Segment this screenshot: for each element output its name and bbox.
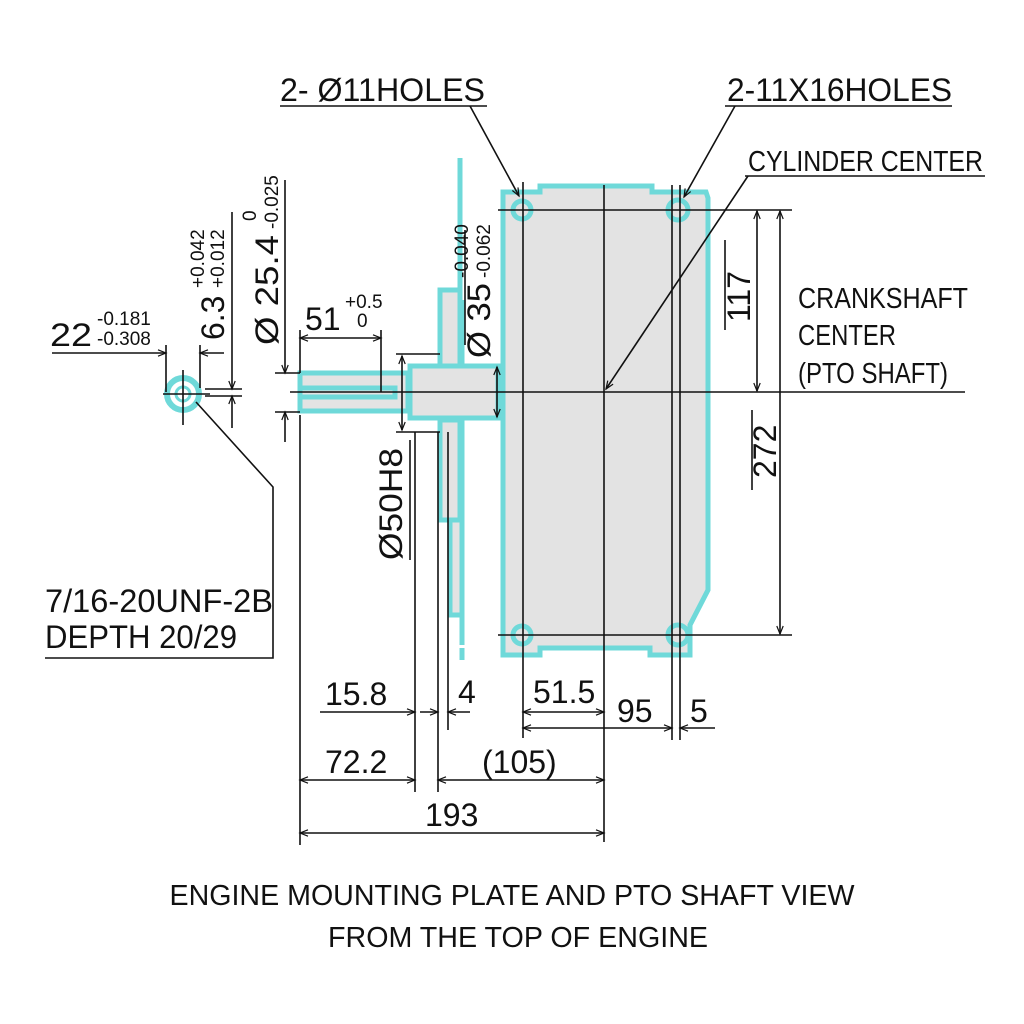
dim-117: 117 bbox=[721, 271, 757, 322]
dim-272: 272 bbox=[747, 425, 783, 478]
dim-50h8: Ø50H8 bbox=[373, 448, 409, 560]
label-cylinder-center: CYLINDER CENTER bbox=[748, 146, 983, 178]
label-round-holes: 2- Ø11HOLES bbox=[280, 72, 485, 108]
svg-text:-0.062: -0.062 bbox=[474, 224, 495, 278]
label-slot-holes: 2-11X16HOLES bbox=[727, 72, 952, 108]
label-crankshaft-2: CENTER bbox=[798, 320, 896, 352]
dim-105: (105) bbox=[482, 744, 557, 780]
dim-35: Ø 35 -0.040 -0.062 bbox=[452, 224, 497, 358]
dim-25-4: Ø 25.4 0 -0.025 bbox=[240, 175, 285, 345]
svg-text:+0.5: +0.5 bbox=[345, 292, 383, 313]
svg-text:+0.012: +0.012 bbox=[208, 229, 229, 288]
leaders bbox=[45, 105, 985, 659]
svg-text:0: 0 bbox=[240, 210, 261, 221]
caption-line-2: FROM THE TOP OF ENGINE bbox=[328, 922, 708, 954]
svg-text:22: 22 bbox=[50, 317, 92, 353]
dim-95: 95 bbox=[617, 693, 653, 729]
svg-text:0: 0 bbox=[357, 311, 368, 332]
dim-22: 22 -0.181 -0.308 bbox=[50, 309, 151, 353]
dim-51-5: 51.5 bbox=[533, 674, 595, 710]
dim-72-2: 72.2 bbox=[325, 744, 387, 780]
mounting-plate bbox=[500, 183, 711, 658]
dim-6-3: 6.3 +0.042 +0.012 bbox=[188, 229, 231, 340]
svg-text:Ø 35: Ø 35 bbox=[461, 283, 497, 358]
svg-text:Ø 25.4: Ø 25.4 bbox=[249, 235, 285, 345]
svg-text:-0.025: -0.025 bbox=[262, 175, 283, 229]
dim-51: 51 +0.5 0 bbox=[305, 292, 383, 337]
svg-text:51: 51 bbox=[305, 301, 341, 337]
dim-4: 4 bbox=[458, 674, 476, 710]
dimension-lines bbox=[52, 180, 784, 837]
svg-text:+0.042: +0.042 bbox=[188, 229, 209, 288]
dim-193: 193 bbox=[425, 797, 478, 833]
svg-text:-0.181: -0.181 bbox=[97, 309, 151, 330]
label-crankshaft-3: (PTO SHAFT) bbox=[798, 358, 948, 390]
caption-line-1: ENGINE MOUNTING PLATE AND PTO SHAFT VIEW bbox=[170, 880, 856, 912]
label-crankshaft-1: CRANKSHAFT bbox=[798, 283, 968, 315]
dim-15-8: 15.8 bbox=[325, 676, 387, 712]
svg-text:-0.308: -0.308 bbox=[97, 329, 151, 350]
svg-text:-0.040: -0.040 bbox=[452, 224, 473, 278]
dim-5: 5 bbox=[690, 693, 708, 729]
label-thread: 7/16-20UNF-2B bbox=[45, 583, 273, 619]
svg-text:6.3: 6.3 bbox=[195, 296, 231, 340]
label-depth: DEPTH 20/29 bbox=[45, 619, 237, 655]
